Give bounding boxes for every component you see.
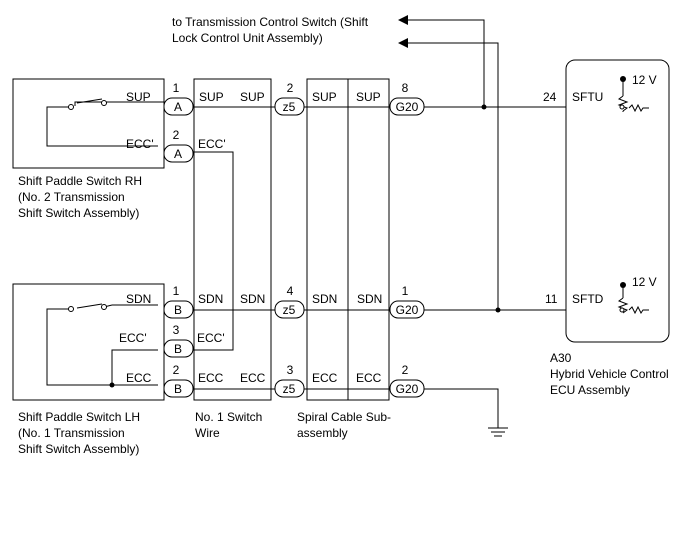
junction-dot (481, 104, 487, 110)
to-switch-note: to Transmission Control Switch (Shift Lo… (172, 14, 368, 46)
connector-a-ecc (163, 144, 194, 163)
ecu-caption: A30 Hybrid Vehicle Control ECU Assembly (550, 350, 669, 398)
switch-contact-icon (68, 306, 74, 312)
connector-label: A (174, 147, 182, 161)
signal-label: ECC' (119, 331, 147, 345)
connector-label: z5 (283, 303, 296, 317)
ecu-pin-circle (619, 307, 625, 313)
arrow-left-icon (398, 15, 408, 25)
voltage-label: 12 V (632, 73, 657, 87)
caption-line: Wire (195, 426, 220, 440)
connector-b-sdn (163, 300, 194, 319)
pin-number: 1 (402, 284, 409, 298)
signal-label: SUP (199, 90, 224, 104)
connector-label: G20 (396, 382, 419, 396)
ecu-pin-label: SFTU (572, 90, 603, 104)
pin-number: 1 (173, 81, 180, 95)
signal-label: SUP (240, 90, 265, 104)
connector-g20-sdn (389, 300, 425, 319)
signal-label: SDN (312, 292, 337, 306)
connector-b-ecc2 (163, 379, 194, 398)
pin-number: 1 (173, 284, 180, 298)
signal-label: ECC' (198, 137, 226, 151)
pin-number: 2 (173, 128, 180, 142)
junction-dot (109, 382, 115, 388)
connector-label: A (174, 100, 182, 114)
signal-label: SDN (198, 292, 223, 306)
signal-label: SUP (312, 90, 337, 104)
paddle-switch-lh-box (12, 283, 165, 401)
ecu-code: A30 (550, 351, 572, 365)
voltage-label: 12 V (632, 275, 657, 289)
signal-label: ECC' (197, 331, 225, 345)
connector-b-ecc1 (163, 339, 194, 358)
signal-label: ECC (126, 371, 152, 385)
signal-label: ECC (240, 371, 266, 385)
ecu-box (565, 59, 670, 343)
connector-z5-sdn (274, 300, 305, 319)
voltage-dot (620, 282, 626, 288)
paddle-switch-rh-box (12, 78, 165, 169)
ecu-pin-circle (619, 104, 625, 110)
signal-label: SUP (126, 90, 151, 104)
signal-label: SDN (357, 292, 382, 306)
ecu-pin-number: 24 (543, 90, 557, 104)
to-switch-note-line: to Transmission Control Switch (Shift (172, 15, 369, 29)
caption-line: Spiral Cable Sub- (297, 410, 392, 424)
connector-label: B (174, 382, 182, 396)
voltage-dot (620, 76, 626, 82)
caption-line: Shift Paddle Switch LH (18, 410, 141, 424)
switch-contact-icon (101, 304, 107, 310)
pin-number: 3 (287, 363, 294, 377)
switch-contact-icon (101, 100, 107, 106)
caption-line: Shift Switch Assembly) (18, 206, 140, 220)
pin-number: 2 (173, 363, 180, 377)
signal-label: SDN (240, 292, 265, 306)
pin-number: 2 (287, 81, 294, 95)
pin-number: 2 (402, 363, 409, 377)
connector-label: G20 (396, 100, 419, 114)
signal-label: ECC' (126, 137, 154, 151)
ecu-pin-number: 11 (545, 292, 558, 306)
connector-a-sup (163, 97, 194, 116)
arrow-left-icon (398, 38, 408, 48)
paddle-switch-rh-caption: Shift Paddle Switch RH (No. 2 Transmissi… (18, 173, 142, 221)
caption-line: ECU Assembly (550, 383, 631, 397)
caption-line: (No. 2 Transmission (18, 190, 125, 204)
junction-dot (495, 307, 501, 313)
caption-line: assembly (297, 426, 348, 440)
signal-label: ECC (356, 371, 382, 385)
caption-line: Hybrid Vehicle Control (550, 367, 669, 381)
paddle-switch-lh-caption: Shift Paddle Switch LH (No. 1 Transmissi… (18, 409, 140, 457)
spiral-cable-caption: Spiral Cable Sub- assembly (297, 409, 391, 441)
pin-number: 3 (173, 323, 180, 337)
signal-label: SDN (126, 292, 151, 306)
signal-label: ECC (198, 371, 224, 385)
caption-line: No. 1 Switch (195, 410, 263, 424)
connector-label: z5 (283, 100, 296, 114)
caption-line: Shift Switch Assembly) (18, 442, 140, 456)
switch-wire-caption: No. 1 Switch Wire (195, 409, 262, 441)
signal-label: ECC (312, 371, 338, 385)
connector-label: z5 (283, 382, 296, 396)
to-switch-note-line: Lock Control Unit Assembly) (172, 31, 323, 45)
caption-line: Shift Paddle Switch RH (18, 174, 143, 188)
connector-label: B (174, 303, 182, 317)
connector-z5-sup (274, 97, 305, 116)
switch-wire-box (193, 78, 272, 401)
signal-label: SUP (356, 90, 381, 104)
ecu-pin-label: SFTD (572, 292, 604, 306)
connector-label: G20 (396, 303, 419, 317)
connector-g20-sup (389, 97, 425, 116)
pin-number: 4 (287, 284, 294, 298)
connector-g20-ecc (389, 379, 425, 398)
connector-z5-ecc (274, 379, 305, 398)
caption-line: (No. 1 Transmission (18, 426, 125, 440)
connector-label: B (174, 342, 182, 356)
switch-contact-icon (68, 104, 74, 110)
pin-number: 8 (402, 81, 409, 95)
